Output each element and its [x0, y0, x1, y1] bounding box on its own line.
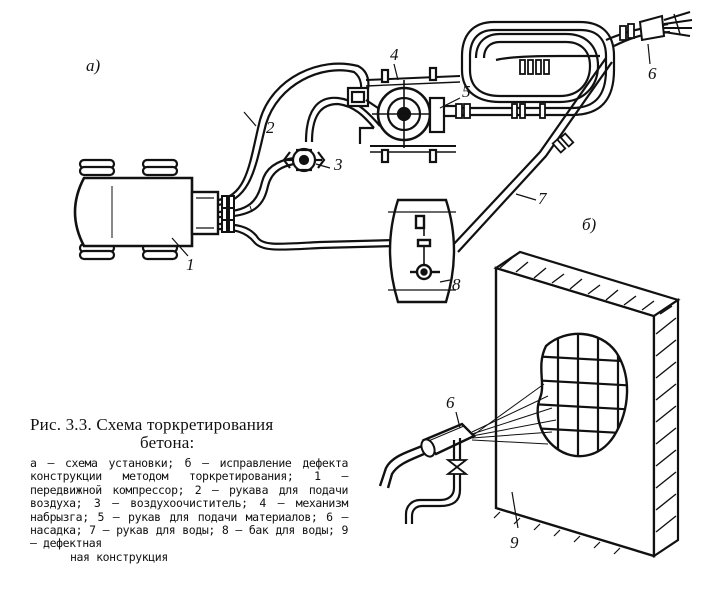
nozzle-bottom [378, 422, 477, 524]
callout-8: 8 [452, 275, 461, 294]
caption-title-line1: Рис. 3.3. Схема торкретирования [30, 415, 274, 434]
air-hoses [217, 62, 397, 251]
mobile-compressor [73, 158, 220, 261]
callout-5: 5 [462, 82, 471, 101]
air-purifier [282, 147, 326, 173]
caption-body-main: а — схема установки; б — исправление деф… [30, 456, 348, 551]
callout-7: 7 [538, 189, 548, 208]
callout-3: 3 [333, 155, 343, 174]
spray-mechanism [346, 66, 462, 164]
callout-6-bottom: 6 [446, 393, 455, 412]
caption-title: Рис. 3.3. Схема торкретирования бетона: [30, 416, 348, 452]
panel-label-a: а) [86, 56, 101, 75]
leader-lines-b [455, 411, 519, 529]
callout-6-top: 6 [648, 64, 657, 83]
callout-2: 2 [266, 118, 275, 137]
defect-patch-mesh [536, 332, 629, 458]
callout-4: 4 [390, 45, 399, 64]
leader-lines-a [171, 43, 651, 283]
callout-9: 9 [510, 533, 519, 552]
callout-1: 1 [186, 255, 195, 274]
figure-caption: Рис. 3.3. Схема торкретирования бетона: … [30, 416, 348, 564]
spray-jet [471, 383, 557, 445]
material-hose-couplings [455, 23, 635, 119]
caption-body-last: ная конструкция [70, 549, 168, 564]
material-hose [460, 20, 671, 117]
caption-body: а — схема установки; б — исправление деф… [30, 456, 348, 564]
water-hose [451, 57, 613, 253]
nozzle-top [638, 11, 693, 42]
panel-label-b: б) [582, 215, 597, 234]
water-hose-couplings [551, 132, 575, 154]
caption-title-line2: бетона: [140, 433, 195, 452]
water-tank [388, 198, 456, 304]
